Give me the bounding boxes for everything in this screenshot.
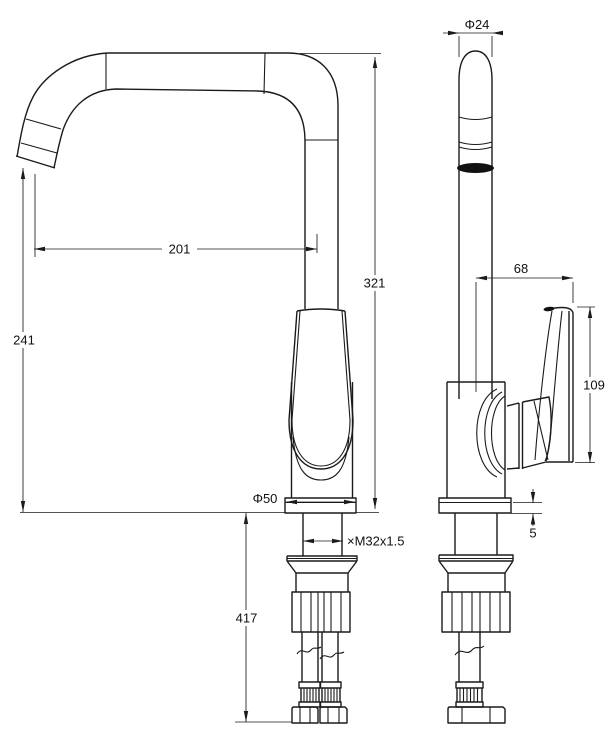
dimensions: Φ24 201 321 241 417 [7,17,609,723]
side-flange-shank [438,497,512,555]
spout-outline [15,52,339,309]
side-ribbed-nut-lines [439,557,513,632]
valve-body [446,381,506,498]
head-joint-bands [458,116,493,151]
sprayer-body [288,308,354,470]
riser-pipe [458,50,493,382]
label-mask [162,241,197,257]
dim-arrows [303,538,343,544]
handle-socket-contour [533,400,549,461]
dim-68-label: 68 [514,261,528,276]
dim-arrows [530,492,536,525]
hex-nuts [291,706,348,724]
lever-contours [534,310,563,462]
dim-hose-length: 417 [229,513,292,723]
dim-5-label: 5 [529,526,536,541]
dim-line [443,32,503,57]
sprayer-body-contours [291,310,351,481]
dim-thread-label: ×M32x1.5 [347,534,404,549]
hose-crimps [298,681,342,708]
dim-arrows [476,275,573,281]
dim-phi50-label: Φ50 [253,491,278,506]
dim-base-thickness: 5 [511,489,542,541]
dim-base-diameter: Φ50 [253,491,355,506]
dim-241-label: 241 [13,333,35,348]
dim-spout-height: 321 [300,53,392,509]
label-mask [229,610,264,626]
lever-handle [548,306,574,462]
dim-spout-reach: 201 [34,174,318,257]
side-supply-hose [458,632,481,682]
dim-109-label: 109 [583,378,605,393]
side-under-deck-fittings [438,554,514,633]
side-view [438,50,574,724]
dim-tip-height: 241 [7,168,41,512]
dim-417-label: 417 [236,611,258,626]
hex-facet-lines [299,707,340,723]
dim-handle-offset: 68 [475,261,574,392]
dim-line [475,277,574,392]
side-hex-nut [447,706,506,724]
dim-handle-height: 109 [575,306,609,463]
aerator-ring [457,163,494,173]
dim-thread-spec: ×M32x1.5 [303,534,404,549]
dim-line [511,489,542,526]
mount-column [284,382,357,556]
spout-joint-lines [20,52,338,154]
under-deck-fittings [286,555,358,633]
hose-break-lines [296,646,345,660]
label-mask [7,332,41,348]
side-crimp-rib-hatch [459,688,479,702]
label-mask [358,275,392,291]
side-hose-break-line [454,645,485,656]
ribbed-nut-lines [287,557,357,632]
dim-201-label: 201 [169,242,191,257]
dim-phi24-label: Φ24 [465,17,490,32]
supply-hoses [301,632,339,682]
label-mask [578,377,609,393]
crimp-rib-hatch [303,688,338,702]
front-view [15,52,358,724]
dim-321-label: 321 [364,276,386,291]
valve-sphere-contours [476,388,506,478]
dim-spout-pipe-diameter: Φ24 [443,17,503,57]
dim-arrows [448,30,503,36]
side-hex-facet-lines [461,707,491,723]
handle-indicator-dot [543,306,555,312]
